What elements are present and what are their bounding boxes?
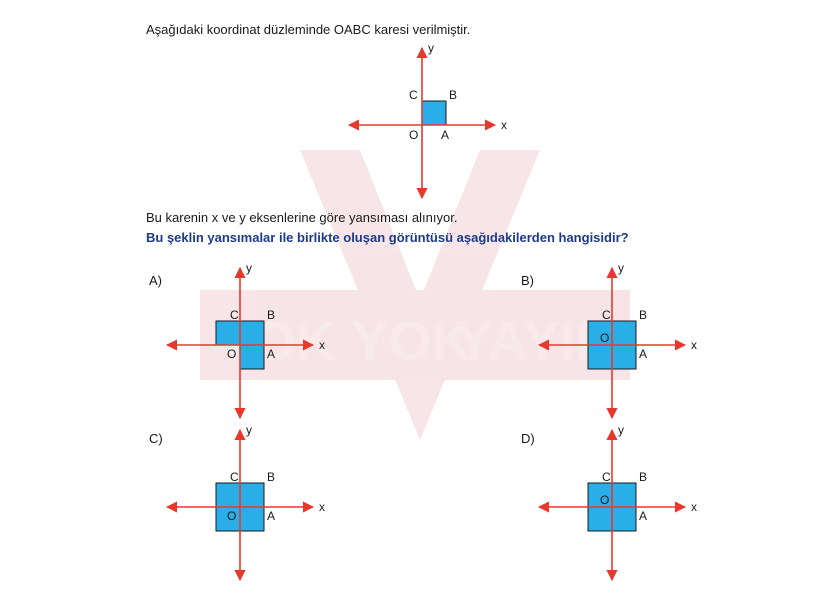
main-figure-y-label: y bbox=[428, 41, 434, 55]
main-figure-label-c: C bbox=[409, 88, 418, 102]
option-d-y-label: y bbox=[618, 423, 624, 437]
main-figure-x-label: x bbox=[501, 118, 507, 132]
option-c-square-q2 bbox=[215, 482, 241, 508]
option-c-square-q1 bbox=[239, 482, 265, 508]
option-b-label-o: O bbox=[600, 331, 609, 345]
main-figure-label-o: O bbox=[409, 128, 418, 142]
question-text: Bu şeklin yansımalar ile birlikte oluşan… bbox=[146, 230, 629, 245]
option-d-square-q3 bbox=[587, 506, 613, 532]
option-d-label-o: O bbox=[600, 493, 609, 507]
option-c-label-o: O bbox=[227, 509, 236, 523]
option-a-x-label: x bbox=[319, 338, 325, 352]
option-a-letter[interactable]: A) bbox=[149, 273, 162, 288]
option-b-square-q1 bbox=[611, 320, 637, 346]
intro-text: Aşağıdaki koordinat düzleminde OABC kare… bbox=[146, 22, 471, 37]
option-b-label-b: B bbox=[639, 308, 647, 322]
statement-text: Bu karenin x ve y eksenlerine göre yansı… bbox=[146, 210, 458, 225]
main-figure-label-b: B bbox=[449, 88, 457, 102]
option-c-label-a: A bbox=[267, 509, 275, 523]
option-b-label-c: C bbox=[602, 308, 611, 322]
option-d-square-q1 bbox=[611, 482, 637, 508]
option-d-label-a: A bbox=[639, 509, 647, 523]
option-c-label-c: C bbox=[230, 470, 239, 484]
option-a-label-b: B bbox=[267, 308, 275, 322]
option-b-x-label: x bbox=[691, 338, 697, 352]
option-c-square-q4 bbox=[239, 506, 265, 532]
option-c-x-label: x bbox=[319, 500, 325, 514]
option-a-label-o: O bbox=[227, 347, 236, 361]
option-b-square-q3 bbox=[587, 344, 613, 370]
option-d-label-c: C bbox=[602, 470, 611, 484]
option-b-label-a: A bbox=[639, 347, 647, 361]
option-b-y-label: y bbox=[618, 261, 624, 275]
option-a-y-label: y bbox=[246, 261, 252, 275]
option-b-letter[interactable]: B) bbox=[521, 273, 534, 288]
option-c-letter[interactable]: C) bbox=[149, 431, 163, 446]
option-a-square-q2 bbox=[215, 320, 241, 346]
option-c-label-b: B bbox=[267, 470, 275, 484]
option-a-square-q1 bbox=[239, 320, 265, 346]
option-d-square-q4 bbox=[611, 506, 637, 532]
option-d-label-b: B bbox=[639, 470, 647, 484]
option-c-y-label: y bbox=[246, 423, 252, 437]
option-d-letter[interactable]: D) bbox=[521, 431, 535, 446]
option-a-label-c: C bbox=[230, 308, 239, 322]
option-b-square-q4 bbox=[611, 344, 637, 370]
main-figure-square-q1 bbox=[421, 100, 447, 126]
option-d-x-label: x bbox=[691, 500, 697, 514]
main-figure-label-a: A bbox=[441, 128, 449, 142]
option-a-square-q4 bbox=[239, 344, 265, 370]
option-a-label-a: A bbox=[267, 347, 275, 361]
